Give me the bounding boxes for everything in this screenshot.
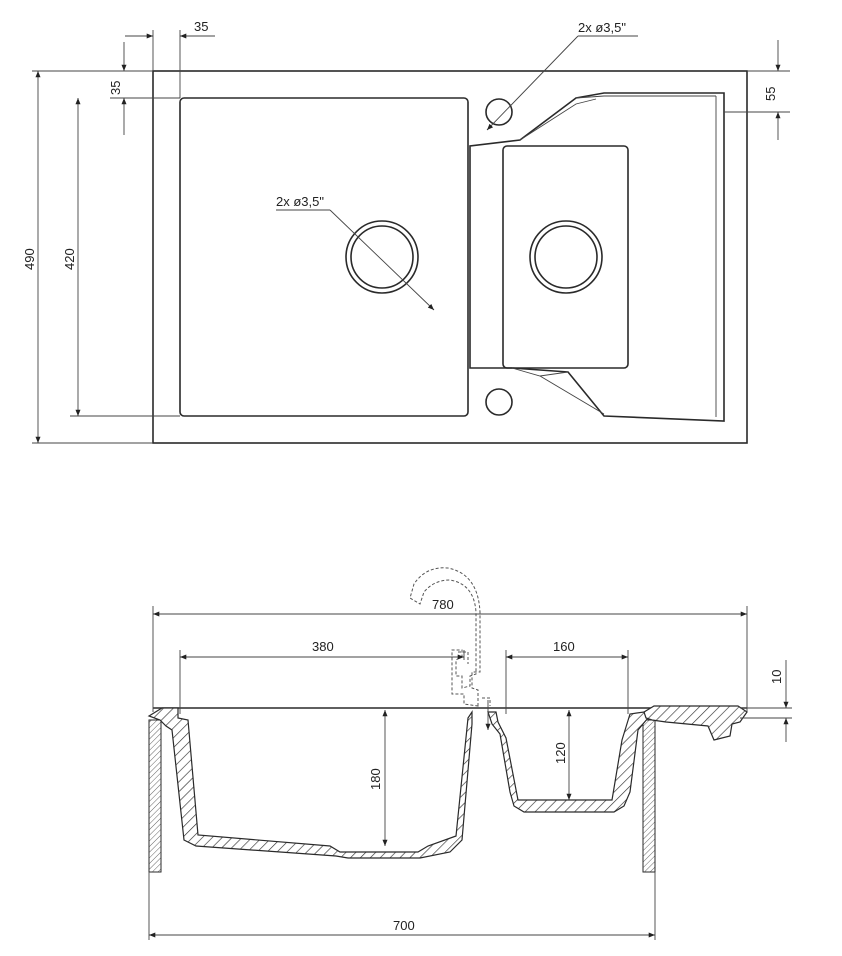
dim-180: 180 xyxy=(368,768,383,790)
dim-55: 55 xyxy=(763,87,778,101)
main-drain-outer xyxy=(345,220,419,294)
dim-35-vertical: 35 xyxy=(108,81,123,95)
small-drain-outer xyxy=(529,220,603,294)
top-view: 2x ø3,5" 2x ø3,5" 35 35 55 490 420 xyxy=(22,19,790,444)
small-drain-inner xyxy=(534,225,598,289)
tap-hole-label: 2x ø3,5" xyxy=(578,20,626,35)
cabinet-wall-left xyxy=(148,719,162,873)
main-bowl-section xyxy=(147,707,473,859)
tap-hole-top xyxy=(485,98,513,126)
main-bowl-outline xyxy=(179,97,469,417)
dim-120: 120 xyxy=(553,742,568,764)
tap-hole-bottom xyxy=(485,388,513,416)
sink-outline xyxy=(152,70,748,444)
dim-10: 10 xyxy=(769,670,784,684)
dim-420: 420 xyxy=(62,248,77,270)
drainer-outline xyxy=(469,92,725,422)
small-bowl-section xyxy=(487,711,649,813)
dim-380: 380 xyxy=(312,639,334,654)
drainer-section xyxy=(643,705,748,741)
faucet-outline xyxy=(409,567,481,707)
dim-35-horizontal: 35 xyxy=(194,19,208,34)
dim-780: 780 xyxy=(432,597,454,612)
cabinet-wall-right xyxy=(642,719,656,873)
dim-490: 490 xyxy=(22,248,37,270)
small-bowl-outline xyxy=(502,145,629,369)
dim-700: 700 xyxy=(393,918,415,933)
dim-160: 160 xyxy=(553,639,575,654)
main-drain-inner xyxy=(350,225,414,289)
section-view: 780 380 160 10 180 120 700 xyxy=(147,567,792,940)
main-drain-hole-label: 2x ø3,5" xyxy=(276,194,324,209)
